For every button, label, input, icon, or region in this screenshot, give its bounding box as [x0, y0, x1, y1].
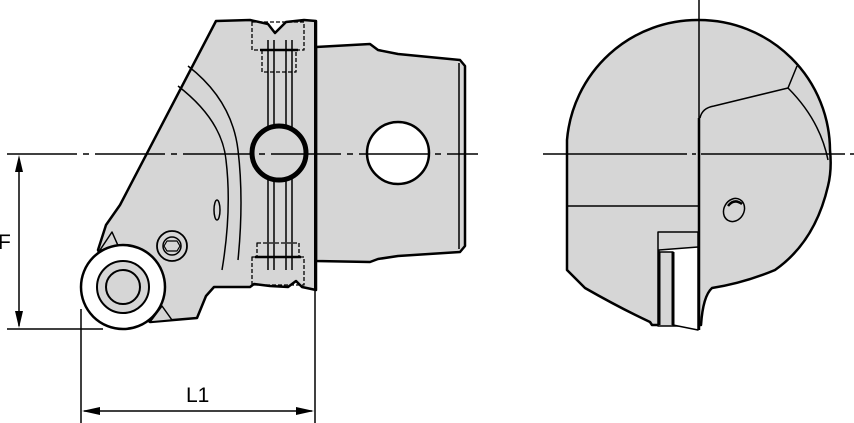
l1-arrow-right — [296, 407, 314, 415]
clamp-screw-hex-socket — [163, 240, 181, 252]
body-arc-inner — [177, 85, 229, 271]
l1-arrow-left — [82, 407, 100, 415]
f-arrow-top — [15, 155, 23, 172]
l1-dimension-label: L1 — [186, 384, 210, 407]
coolant-hole — [213, 199, 221, 221]
top-screw-thread — [261, 49, 297, 73]
bolt-hole — [249, 123, 309, 183]
end-facet-arc — [787, 87, 829, 161]
bottom-screw-thread — [256, 242, 300, 258]
end-coolant-hole — [722, 197, 746, 223]
shank-cross-hole — [365, 120, 431, 186]
end-facet-top — [699, 65, 798, 119]
clamp-screw-inner — [162, 236, 182, 256]
f-dimension-label: F — [0, 231, 11, 254]
body-arc-outer — [187, 65, 242, 261]
insert-hole — [105, 269, 141, 305]
f-arrow-bottom — [15, 311, 23, 328]
side-view — [7, 18, 478, 423]
end-coolant-hole-inner — [727, 200, 743, 207]
end-view — [543, 0, 854, 331]
